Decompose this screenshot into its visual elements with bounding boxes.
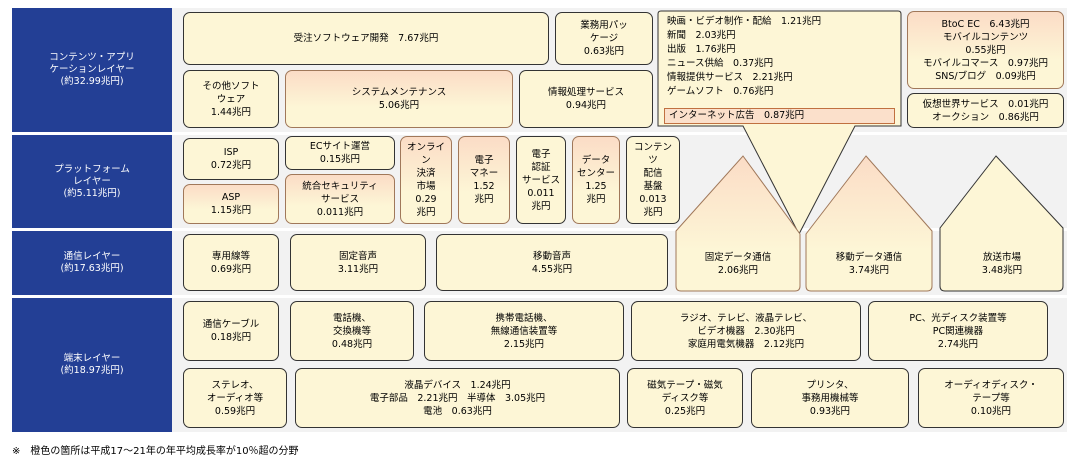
- fixed-data-label: 固定データ通信 2.06兆円: [704, 252, 772, 276]
- media-list-text: 映画・ビデオ制作・配給 1.21兆円 新聞 2.03兆円 出版 1.76兆円 ニ…: [667, 16, 822, 97]
- components-box: 液晶デバイス 1.24兆円 電子部品 2.21兆円 半導体 3.05兆円 電池 …: [295, 368, 620, 428]
- network-layer-label: 通信レイヤー (約17.63兆円): [12, 231, 172, 295]
- fixed-voice-box: 固定音声 3.11兆円: [290, 234, 426, 291]
- internet-ad-box: インターネット広告 0.87兆円: [664, 108, 895, 124]
- e-money-box: 電子 マネー 1.52 兆円: [458, 136, 510, 224]
- e-auth-box: 電子 認証 サービス 0.011 兆円: [516, 136, 566, 224]
- other-software-box: その他ソフト ウェア 1.44兆円: [183, 70, 279, 128]
- pc-box: PC、光ディスク装置等 PC関連機器 2.74兆円: [868, 301, 1048, 361]
- content-delivery-box: コンテンツ 配信 基盤 0.013 兆円: [626, 136, 680, 224]
- footnote: ※ 橙色の箇所は平成17～21年の年平均成長率が10％超の分野: [12, 446, 299, 457]
- btoc-box: BtoC EC 6.43兆円 モバイルコンテンツ 0.55兆円 モバイルコマース…: [907, 11, 1064, 89]
- fixed-data-pentagon: [675, 155, 801, 292]
- isp-box: ISP 0.72兆円: [183, 138, 279, 180]
- mobile-data-pentagon: [805, 155, 933, 292]
- content-layer-label: コンテンツ・アプリ ケーションレイヤー (約32.99兆円): [12, 8, 172, 132]
- asp-box: ASP 1.15兆円: [183, 184, 279, 224]
- virtual-world-box: 仮想世界サービス 0.01兆円 オークション 0.86兆円: [907, 93, 1064, 128]
- ec-site-box: ECサイト運営 0.15兆円: [285, 136, 395, 170]
- comm-cable-box: 通信ケーブル 0.18兆円: [183, 301, 279, 361]
- mobile-data-label: 移動データ通信 3.74兆円: [835, 252, 903, 276]
- stereo-box: ステレオ、 オーディオ等 0.59兆円: [183, 368, 287, 428]
- leased-line-box: 専用線等 0.69兆円: [183, 234, 279, 291]
- broadcast-pentagon: [939, 155, 1064, 292]
- platform-layer-label: プラットフォーム レイヤー (約5.11兆円): [12, 135, 172, 228]
- printer-box: プリンタ、 事務用機械等 0.93兆円: [751, 368, 909, 428]
- system-maintenance-box: システムメンテナンス 5.06兆円: [285, 70, 513, 128]
- av-devices-box: ラジオ、テレビ、液晶テレビ、 ビデオ機器 2.30兆円 家庭用電気機器 2.12…: [631, 301, 861, 361]
- mobile-voice-box: 移動音声 4.55兆円: [436, 234, 668, 291]
- info-processing-box: 情報処理サービス 0.94兆円: [519, 70, 653, 128]
- mobile-phone-box: 携帯電話機、 無線通信装置等 2.15兆円: [424, 301, 624, 361]
- integrated-security-box: 統合セキュリティ サービス 0.011兆円: [285, 174, 395, 224]
- contract-software-box: 受注ソフトウェア開発 7.67兆円: [183, 12, 549, 65]
- magnetic-tape-box: 磁気テープ・磁気 ディスク等 0.25兆円: [627, 368, 743, 428]
- business-package-box: 業務用パッ ケージ 0.63兆円: [555, 12, 653, 65]
- broadcast-label: 放送市場 3.48兆円: [981, 252, 1023, 276]
- audio-disc-box: オーディオディスク・ テープ等 0.10兆円: [918, 368, 1064, 428]
- online-payment-box: オンライン 決済 市場 0.29 兆円: [400, 136, 452, 224]
- terminal-layer-label: 端末レイヤー (約18.97兆円): [12, 298, 172, 432]
- data-center-box: データ センター 1.25 兆円: [572, 136, 620, 224]
- telephone-box: 電話機、 交換機等 0.48兆円: [290, 301, 414, 361]
